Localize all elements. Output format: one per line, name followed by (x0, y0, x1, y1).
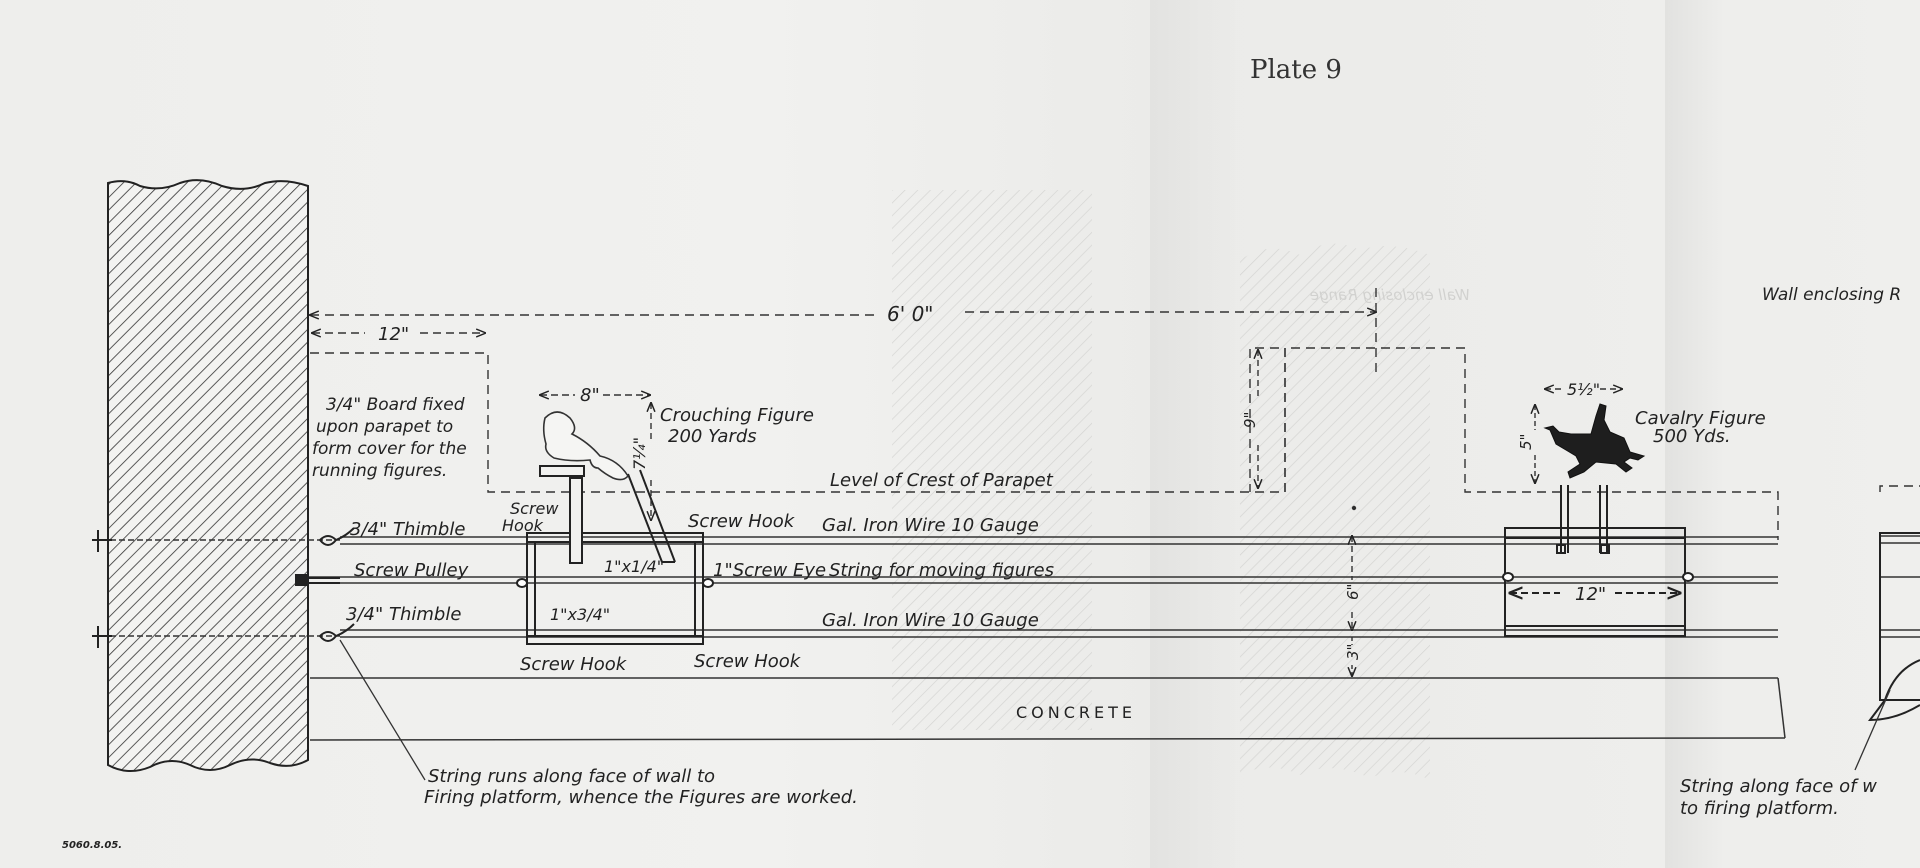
board-note-line3: form cover for the (312, 439, 467, 459)
board-note: 3/4" Board fixed upon parapet to form co… (312, 395, 467, 481)
string-runs-line1: String runs along face of wall to (428, 766, 715, 787)
dim-6ft (310, 288, 1376, 378)
screw-hook-top-2: Hook (502, 516, 544, 535)
dim-12-right-label: 12" (1575, 584, 1606, 605)
crouching-label-2: 200 Yards (668, 426, 757, 447)
cavalry-label-2: 500 Yds. (1653, 426, 1731, 447)
dim-5in-label: 5" (1517, 434, 1535, 450)
dim-middle (1258, 350, 1356, 676)
carriage-frame-partial (1867, 532, 1920, 722)
one-by-quarter-label: 1"x1/4" (604, 557, 664, 576)
dim-cavalry (1535, 389, 1622, 483)
dim-9in-label: 9" (1241, 412, 1259, 428)
screw-pulley-label: Screw Pulley (354, 560, 469, 581)
one-by-three-q-label: 1"x3/4" (550, 605, 610, 624)
screw-hook-bl-label: Screw Hook (520, 654, 628, 675)
string-along-line1: String along face of w (1680, 776, 1877, 797)
plate-title: Plate 9 (1250, 55, 1342, 85)
screw-hook-br-label: Screw Hook (694, 651, 802, 672)
paper-fold-shadow-right (1665, 0, 1725, 868)
screw-hook-top-1: Screw (510, 499, 559, 518)
ghost-show-through: Wall enclosing Range (892, 190, 1470, 781)
dim-6in-label: 6" (1344, 584, 1362, 600)
print-code: 5060.8.05. (62, 840, 122, 851)
paper-fold-shadow (1150, 0, 1240, 868)
string-along-line2: to firing platform. (1680, 798, 1839, 819)
concrete-label: CONCRETE (1016, 703, 1136, 722)
gal-wire-top-label: Gal. Iron Wire 10 Gauge (822, 515, 1039, 536)
level-crest-label: Level of Crest of Parapet (830, 470, 1054, 491)
cavalry-label-1: Cavalry Figure (1635, 408, 1766, 429)
dim-7quarter-label: 7¼" (630, 437, 649, 470)
gal-wire-bottom-label: Gal. Iron Wire 10 Gauge (822, 610, 1039, 631)
thimble-top-label: 3/4" Thimble (350, 519, 465, 540)
masonry-wall-left (107, 179, 309, 772)
dim-8in-label: 8" (580, 385, 600, 406)
string-moving-label: String for moving figures (829, 560, 1054, 581)
dim-5half-label: 5½" (1567, 380, 1600, 399)
dim-6ft-label: 6' 0" (887, 302, 934, 326)
screw-hook-top-right: Screw Hook (688, 511, 796, 532)
string-along-leader (1854, 689, 1891, 771)
string-runs-line2: Firing platform, whence the Figures are … (424, 787, 858, 808)
board-note-line2: upon parapet to (316, 417, 453, 437)
crouching-figure (542, 411, 629, 481)
thimble-bottom-label: 3/4" Thimble (346, 604, 461, 625)
cavalry-figure (1543, 403, 1646, 479)
wall-enclosing-label: Wall enclosing R (1762, 285, 1901, 305)
board-note-line1: 3/4" Board fixed (326, 395, 465, 415)
board-note-line4: running figures. (312, 461, 447, 481)
carriage-frame-left (516, 465, 714, 645)
carriage-frame-right (1502, 485, 1694, 637)
svg-text:Wall enclosing Range: Wall enclosing Range (1310, 286, 1470, 304)
dim-3in-label: 3" (1344, 644, 1362, 660)
string-runs-leader (339, 639, 426, 781)
parapet-outline (310, 347, 1920, 540)
dim-12-left-label: 12" (378, 324, 409, 345)
crouching-label-1: Crouching Figure (660, 405, 814, 426)
wall-fixtures (92, 527, 355, 648)
screw-eye-label: 1"Screw Eye (713, 560, 826, 581)
